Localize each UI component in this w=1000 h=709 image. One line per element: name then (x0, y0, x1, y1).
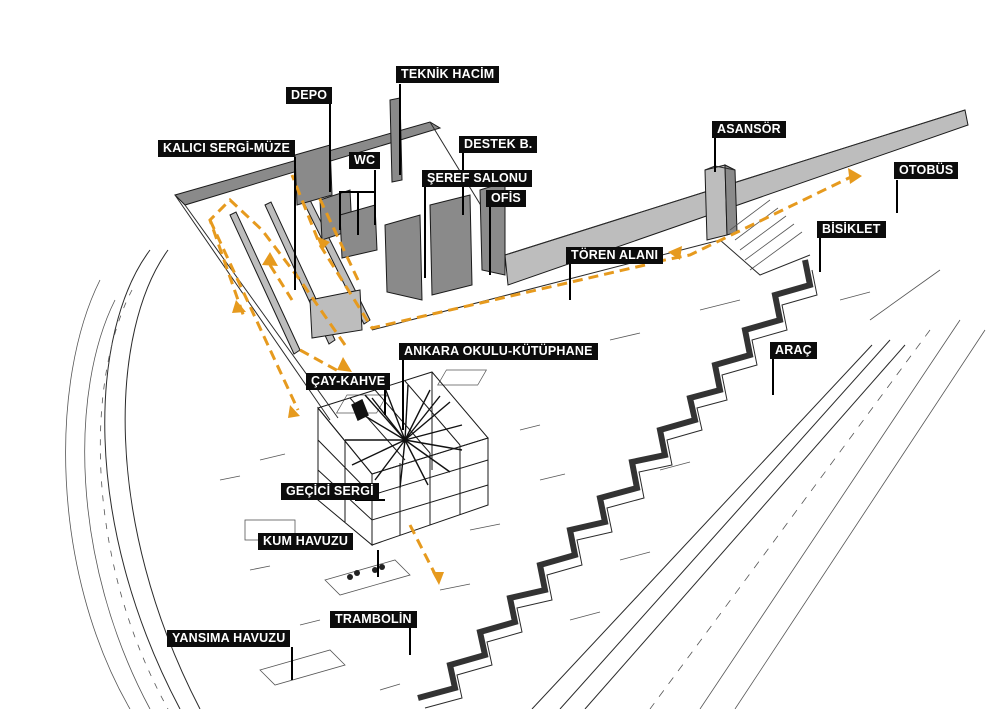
plaza-details (219, 291, 871, 691)
label-toren-alani: TÖREN ALANI (566, 247, 664, 264)
label-arac: ARAÇ (770, 342, 817, 359)
label-ofis: OFİS (486, 190, 526, 207)
label-asansor: ASANSÖR (712, 121, 786, 138)
leader-lines (291, 84, 898, 680)
label-cay-kahve: ÇAY-KAHVE (306, 373, 391, 390)
label-teknik-hacim: TEKNİK HACİM (396, 66, 500, 83)
label-yansima-havuzu: YANSIMA HAVUZU (167, 630, 291, 647)
sandbox-figures (347, 564, 385, 580)
highway (531, 269, 986, 709)
stepped-wall (417, 259, 818, 709)
label-destek: DESTEK B. (459, 136, 538, 153)
label-trambolin: TRAMBOLİN (330, 611, 417, 628)
label-depo: DEPO (286, 87, 333, 104)
radial-installation (345, 384, 463, 489)
circulation-routes (208, 168, 862, 585)
label-kalici-sergi: KALICI SERGİ-MÜZE (158, 140, 296, 157)
label-gecici-sergi: GEÇİCİ SERGİ (281, 483, 379, 500)
curved-road (65, 249, 201, 709)
label-wc: WC (349, 152, 381, 169)
museum-building (174, 97, 969, 421)
label-seref-salonu: ŞEREF SALONU (422, 170, 533, 187)
label-ankara-okulu: ANKARA OKULU-KÜTÜPHANE (399, 343, 598, 360)
elevator-tower (704, 164, 811, 276)
label-otobus: OTOBÜS (894, 162, 959, 179)
label-bisiklet: BİSİKLET (817, 221, 886, 238)
label-kum-havuzu: KUM HAVUZU (258, 533, 354, 550)
